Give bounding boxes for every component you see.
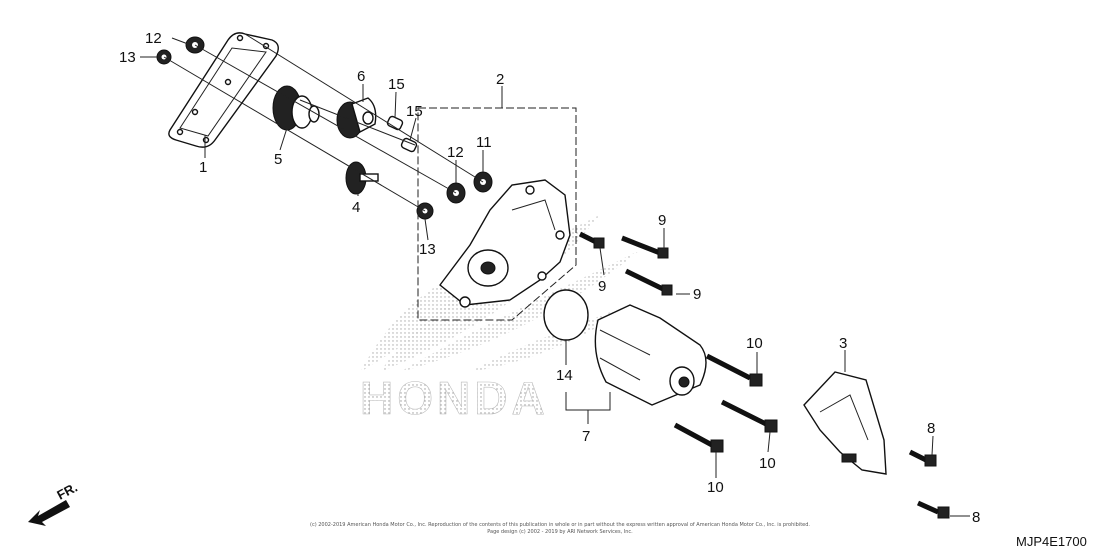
o-ring-part-14 [543,289,589,341]
assembly-bracket-part-7 [565,392,611,424]
callout-13-top: 13 [119,49,136,66]
gasket-part-1 [168,32,279,148]
bolt-part-10-lower [673,422,724,453]
bolt-part-10-upper [705,353,763,387]
callout-8-upper: 8 [927,420,935,437]
bolt-part-8-lower [916,500,950,519]
gear-part-6 [336,97,377,139]
callout-2: 2 [496,71,504,88]
callout-5: 5 [274,151,282,168]
callout-6: 6 [357,68,365,85]
motor-part-7 [594,304,707,406]
callout-3: 3 [839,335,847,352]
callout-15-lower: 15 [406,103,423,120]
honda-wordmark: HONDA [360,372,549,424]
callout-10-lower: 10 [707,479,724,496]
bolt-part-9-lower [624,268,673,296]
callout-8-lower: 8 [972,509,980,526]
front-label: FR. [54,480,80,503]
callout-14: 14 [556,367,573,384]
gear-housing-part-2 [439,179,571,308]
callout-11: 11 [476,134,492,151]
callout-15-upper: 15 [388,76,405,93]
callout-13-center: 13 [419,241,436,258]
bolt-part-9-middle [578,231,605,249]
bolt-part-10-middle [720,399,778,433]
callout-12-center: 12 [447,144,464,161]
callouts: 1 2 3 4 5 6 7 8 8 9 9 9 10 10 10 11 12 1… [119,30,980,526]
callout-1: 1 [199,159,207,176]
callout-12-top: 12 [145,30,162,47]
bolt-part-9-upper [621,235,669,259]
dowel-pin-part-15-a [386,115,404,131]
copyright-line-2: Page design (c) 2002 - 2019 by ARI Netwo… [487,529,633,535]
callout-10-middle: 10 [759,455,776,472]
copyright-line-1: (c) 2002-2019 American Honda Motor Co., … [310,522,810,528]
bolt-part-8-upper [908,449,937,467]
cover-part-3 [803,371,887,475]
callout-4: 4 [352,199,360,216]
callout-9-lower: 9 [693,286,701,303]
gear-part-5 [272,85,320,131]
diagram-code: MJP4E1700 [1016,534,1087,549]
dowel-pin-part-15-b [400,137,418,153]
leader-lines [140,37,970,517]
callout-9-upper: 9 [658,212,666,229]
alignment-lines [163,33,484,212]
callout-7: 7 [582,428,590,445]
callout-10-upper: 10 [746,335,763,352]
callout-9-middle: 9 [598,278,606,295]
assembly-bracket-part-2 [417,86,577,321]
front-direction-arrow: FR. [28,480,80,526]
